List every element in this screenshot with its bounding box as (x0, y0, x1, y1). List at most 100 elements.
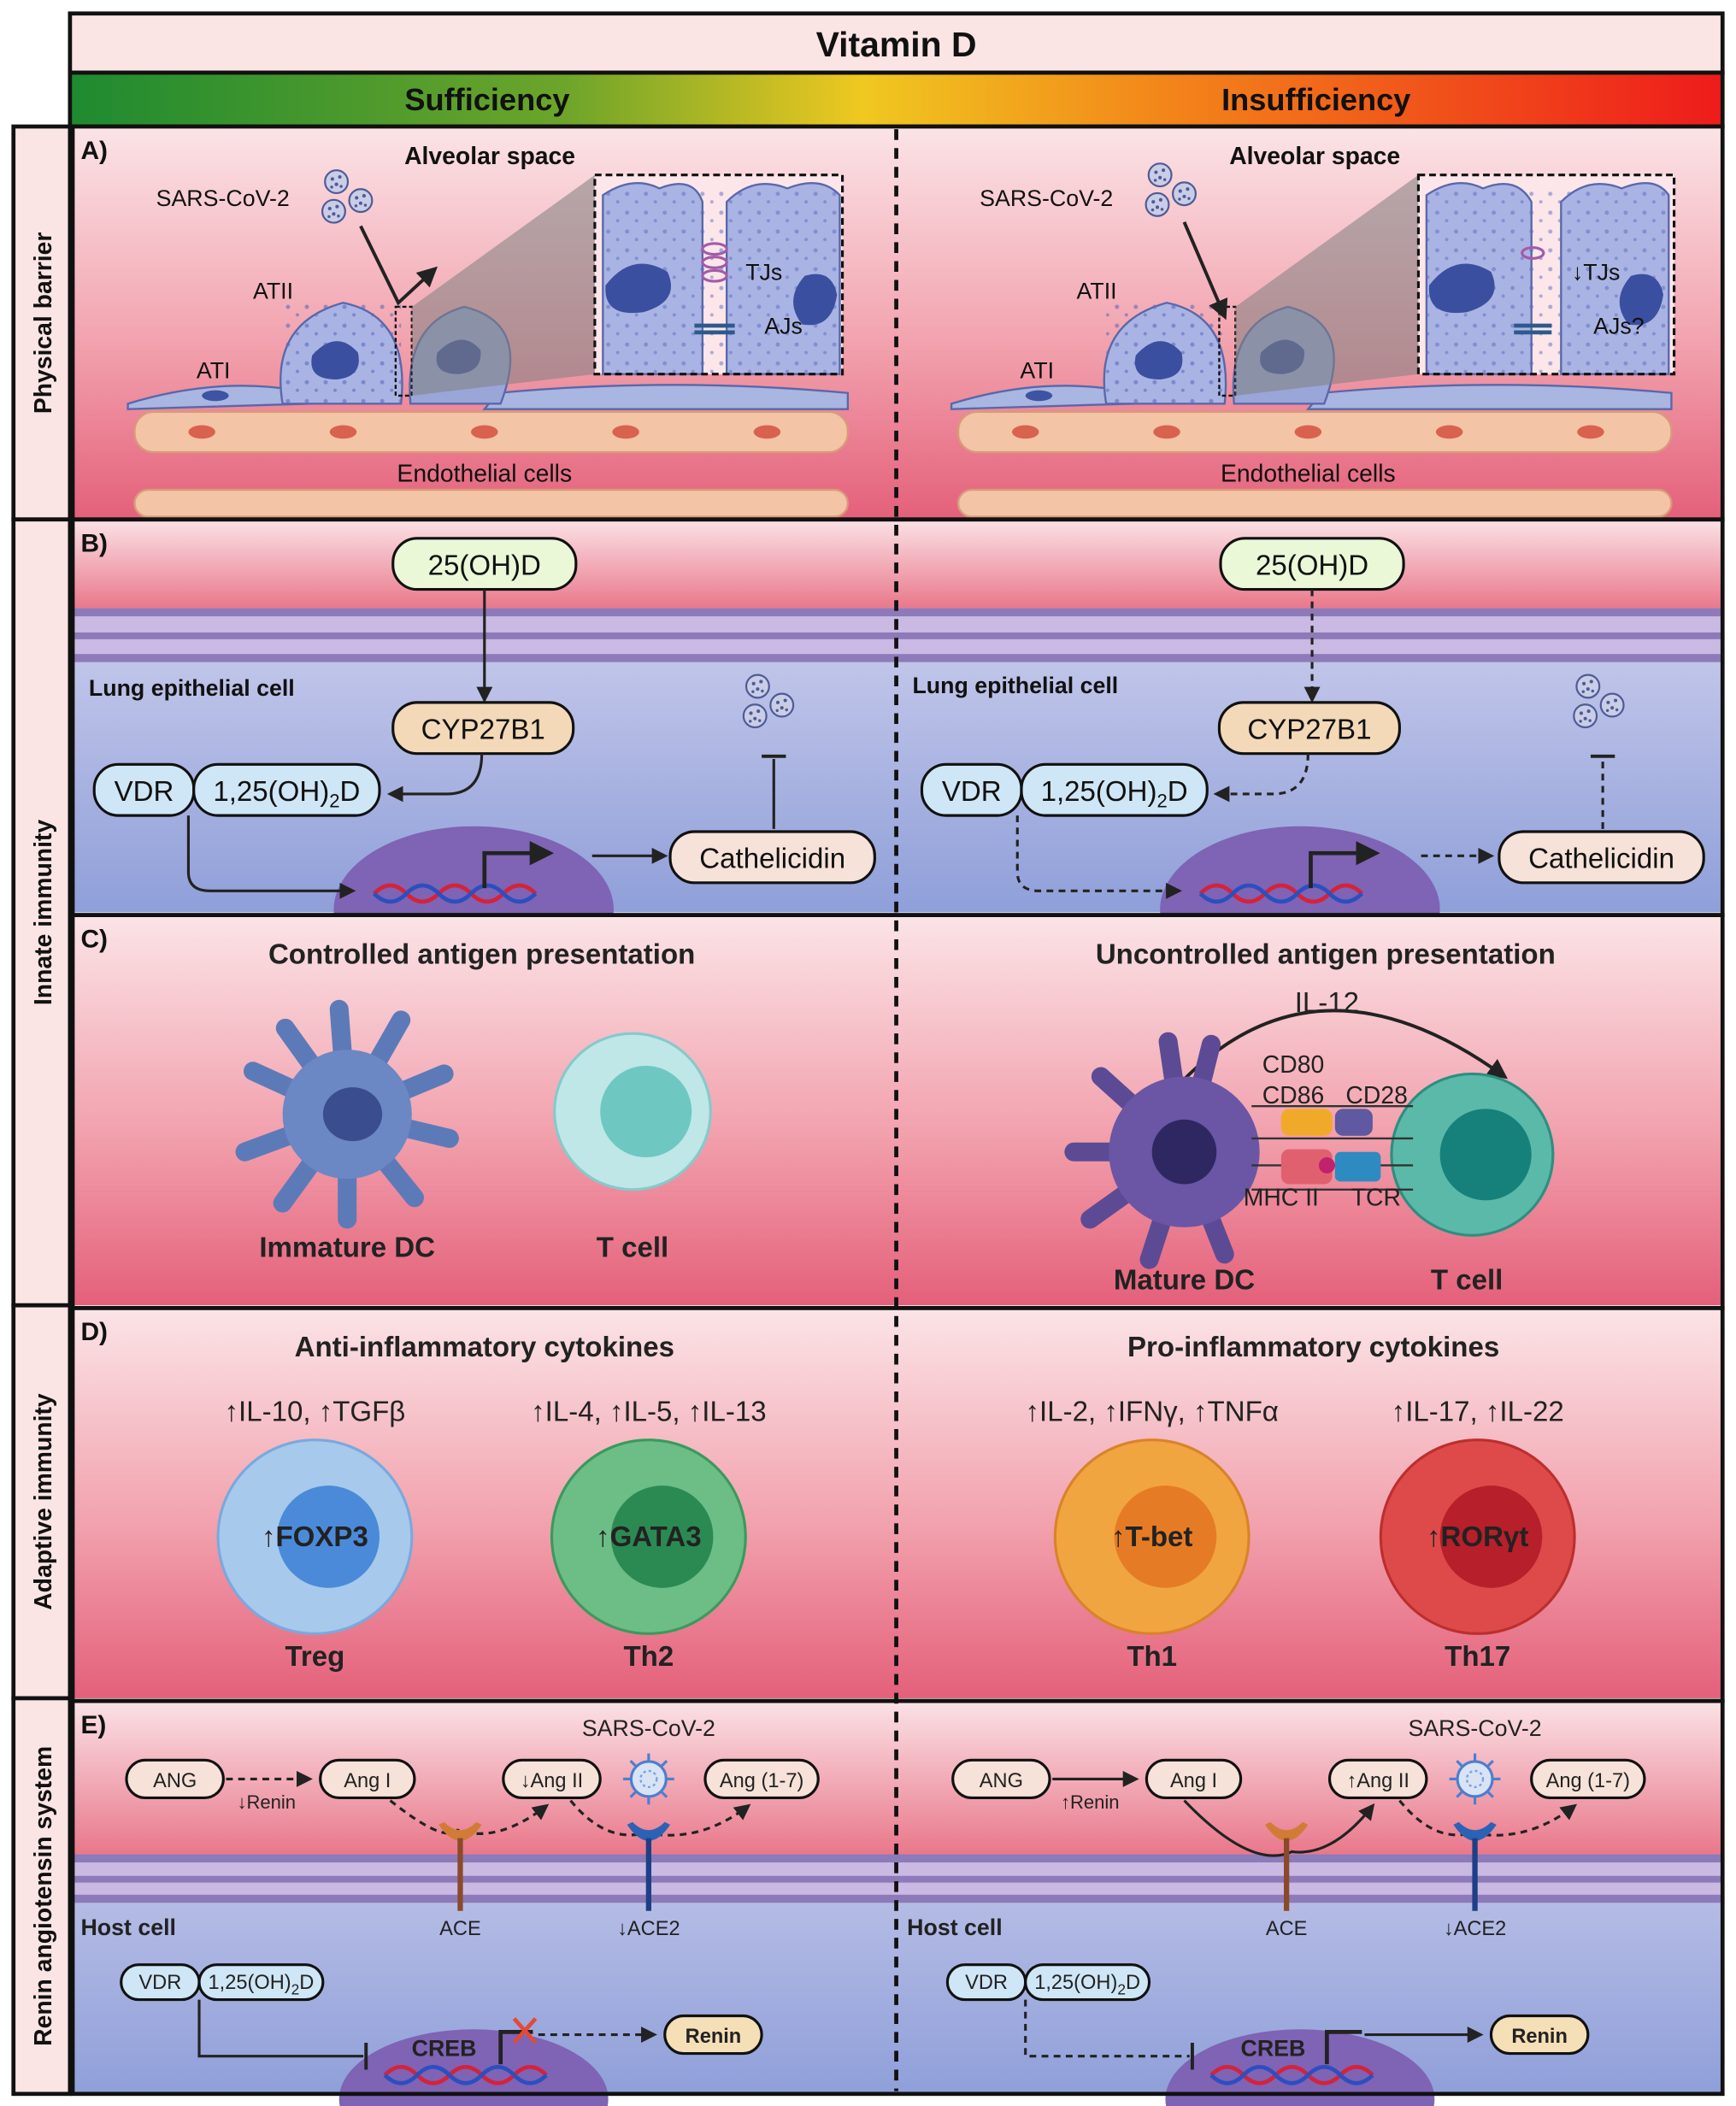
host-cell-label-right: Host cell (907, 1915, 1003, 1940)
ang-label-left: ANG (153, 1770, 197, 1792)
vdr-label-left: VDR (115, 776, 174, 808)
blocked-x-icon (512, 2017, 538, 2044)
panel-a-left: Alveolar space SARS-CoV-2 Endothelial ce… (127, 143, 850, 518)
ati-label-left: ATI (197, 357, 231, 383)
ang2-box-right (1327, 1758, 1428, 1800)
ati-nucleus (1025, 390, 1053, 402)
atii-label-left: ATII (253, 279, 293, 304)
ace-receptor (438, 1821, 482, 1911)
calcitriol-box-left (192, 762, 381, 817)
ati-nucleus (202, 390, 229, 402)
treg-label: Treg (285, 1641, 345, 1673)
virus-label-left: SARS-CoV-2 (156, 185, 290, 211)
endothelial-label-right: Endothelial cells (1221, 461, 1396, 488)
panel-a-letter: A) (80, 137, 108, 165)
virus-label-right: SARS-CoV-2 (980, 185, 1113, 211)
mhc-label: MHC II (1244, 1185, 1319, 1212)
ang1-box-left (319, 1758, 416, 1800)
calcitriol-box-e-right (1024, 1963, 1151, 2002)
panel-c-right: Uncontrolled antigen presentation IL-12 … (1064, 938, 1556, 1296)
ace-receptor (1264, 1821, 1309, 1911)
panel-e-letter: E) (80, 1711, 106, 1739)
treg-cytokines: ↑IL-10, ↑TGFβ (224, 1397, 405, 1428)
insufficiency-label: Insufficiency (1221, 82, 1410, 117)
cathelicidin-label-right: Cathelicidin (1528, 844, 1674, 875)
ace-label-left: ACE (439, 1918, 481, 1940)
th17-factor: ↑RORγt (1427, 1521, 1528, 1553)
endothelial-label-left: Endothelial cells (397, 461, 572, 488)
t-cell (553, 1032, 712, 1191)
cyp27b1-box-left (391, 701, 575, 756)
header-title: Vitamin D (816, 25, 977, 64)
ace2-label-left: ↓ACE2 (617, 1918, 680, 1940)
vdr-label-right: VDR (942, 776, 1002, 808)
zoom-wedge-left (411, 174, 595, 396)
th17-cytokines: ↑IL-17, ↑IL-22 (1392, 1397, 1564, 1428)
ang2-label-right: ↑Ang II (1346, 1770, 1409, 1792)
th2-cytokines: ↑IL-4, ↑IL-5, ↑IL-13 (531, 1397, 767, 1428)
virus-bounce-arrow (359, 225, 438, 306)
th17-cell: ↑IL-17, ↑IL-22 ↑RORγt Th17 (1379, 1397, 1576, 1673)
t-cell (1390, 1072, 1555, 1237)
cathelicidin-label-left: Cathelicidin (699, 844, 845, 875)
side-label-innate: Innate immunity (30, 820, 57, 1005)
ang-label-right: ANG (980, 1770, 1023, 1792)
renin-mod-right: ↑Renin (1061, 1791, 1120, 1813)
coronavirus-icon (621, 1751, 676, 1806)
pro-inflammatory-title: Pro-inflammatory cytokines (1127, 1332, 1499, 1363)
cell-label-right: Lung epithelial cell (912, 673, 1118, 698)
treg-cell: ↑IL-10, ↑TGFβ ↑FOXP3 Treg (216, 1397, 414, 1673)
renin-label-right: Renin (1511, 2026, 1568, 2048)
il12-arrow (1180, 1009, 1509, 1084)
ace2-receptor (1453, 1821, 1497, 1911)
th1-cytokines: ↑IL-2, ↑IFNγ, ↑TNFα (1026, 1397, 1279, 1428)
immature-dc-label: Immature DC (259, 1232, 435, 1264)
virus-label-e-right: SARS-CoV-2 (1409, 1715, 1542, 1741)
immature-dc (235, 999, 459, 1229)
calcitriol-label-e-right: 1,25(OH)2D (1034, 1972, 1140, 1997)
renin-label-left: Renin (686, 2026, 742, 2048)
th2-cell: ↑IL-4, ↑IL-5, ↑IL-13 ↑GATA3 Th2 (531, 1397, 767, 1674)
calcitriol-box-e-left (197, 1963, 325, 2002)
mature-dc (1064, 1032, 1260, 1269)
renin-box-left (663, 2014, 763, 2056)
treg-factor: ↑FOXP3 (262, 1521, 368, 1553)
cyp27b1-label-left: CYP27B1 (421, 714, 545, 745)
t-cell-label-right: T cell (1431, 1264, 1504, 1296)
host-cell-label-left: Host cell (80, 1915, 176, 1940)
panel-d-letter: D) (80, 1318, 108, 1346)
renin-mod-left: ↓Renin (237, 1791, 296, 1813)
panel-a-right: Alveolar space SARS-CoV-2 Endothelial ce… (950, 143, 1676, 518)
th1-cell: ↑IL-2, ↑IFNγ, ↑TNFα ↑T-bet Th1 (1026, 1397, 1279, 1674)
mature-dc-label: Mature DC (1114, 1264, 1255, 1296)
ang1-label-left: Ang I (344, 1770, 391, 1792)
vdr-label-e-left: VDR (138, 1972, 181, 1994)
calcitriol-box-right (1020, 762, 1209, 817)
ati-label-right: ATI (1020, 357, 1054, 383)
panel-b-letter: B) (80, 530, 108, 558)
side-labels: Physical barrier Innate immunity Adaptiv… (11, 124, 73, 2097)
ace-label-right: ACE (1266, 1918, 1308, 1940)
th2-label: Th2 (623, 1641, 674, 1673)
th2-factor: ↑GATA3 (596, 1521, 702, 1553)
th1-label: Th1 (1127, 1641, 1177, 1673)
panel-e: E) SARS-CoV-2 ANG ↓Renin Ang I ↓Ang II A… (73, 1701, 1723, 2106)
ace2-receptor (627, 1821, 671, 1911)
side-label-physical: Physical barrier (30, 232, 57, 415)
junction-inset-left (593, 174, 844, 376)
cyp27b1-label-right: CYP27B1 (1247, 714, 1371, 745)
ang17-box-left (703, 1758, 820, 1800)
tj-label-right: ↓TJs (1572, 259, 1620, 285)
zoom-wedge-right (1235, 174, 1419, 396)
cathelicidin-box-left (668, 830, 876, 885)
synapse-receptors (1251, 1105, 1414, 1191)
alveolar-label-left: Alveolar space (404, 143, 575, 170)
junction-inset-right (1416, 174, 1676, 376)
side-label-adaptive: Adaptive immunity (30, 1393, 57, 1610)
endothelial-layer (956, 410, 1673, 518)
ang17-label-right: Ang (1-7) (1546, 1770, 1630, 1792)
virus-entry-arrow (1182, 221, 1228, 321)
tj-label-left: TJs (745, 259, 782, 285)
ang1-label-right: Ang I (1170, 1770, 1217, 1792)
